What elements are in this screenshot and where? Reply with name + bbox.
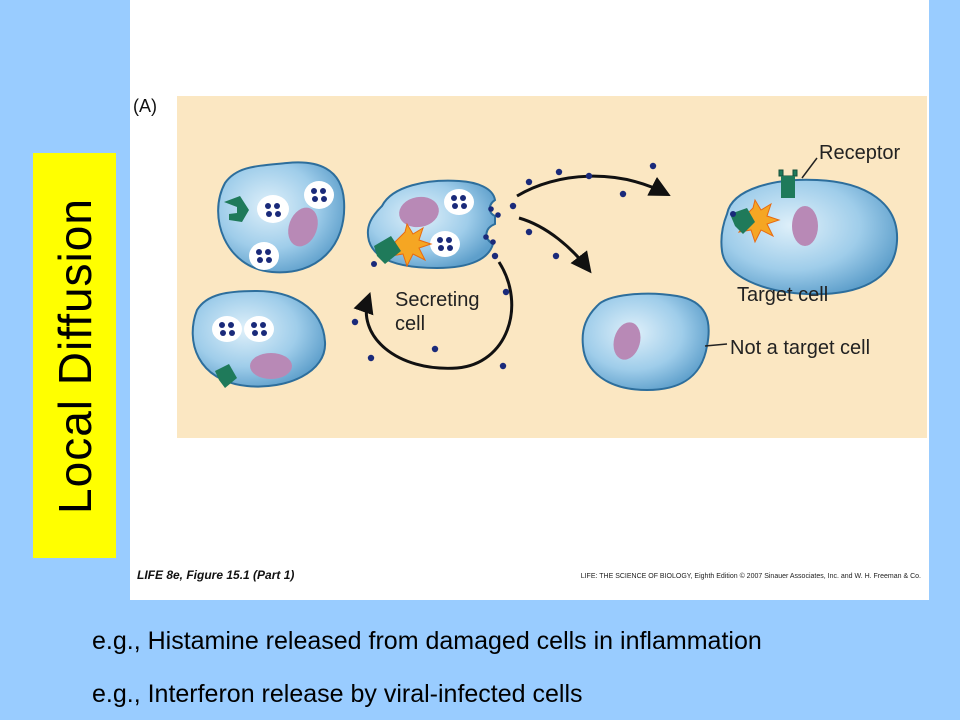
example-interferon: e.g., Interferon release by viral-infect… xyxy=(92,680,583,708)
target-cell xyxy=(720,169,899,296)
nucleus xyxy=(399,196,439,228)
figure-panel: (A) xyxy=(130,0,929,600)
vesicle xyxy=(444,189,474,215)
leader-line xyxy=(801,157,818,179)
nucleus xyxy=(613,322,641,360)
secreting-cell xyxy=(366,179,501,270)
figure-credit: LIFE 8e, Figure 15.1 (Part 1) xyxy=(137,568,295,582)
vesicle xyxy=(249,242,279,270)
neighbor-cell-bottom xyxy=(191,289,327,388)
vesicle xyxy=(212,316,242,342)
signal-molecules xyxy=(351,162,657,370)
receptor xyxy=(215,364,237,388)
leader-line xyxy=(704,343,728,347)
diagram-svg: Receptor Secreting cell Target cell Not … xyxy=(177,96,927,438)
label-secreting-cell: Secreting xyxy=(395,289,480,311)
receptor xyxy=(374,236,401,264)
arrow-autocrine-loop xyxy=(353,261,514,370)
receptor xyxy=(224,196,249,222)
neighbor-cell-top xyxy=(217,161,346,274)
label-receptor: Receptor xyxy=(819,142,900,164)
nucleus xyxy=(250,353,292,379)
nucleus xyxy=(288,207,318,247)
label-secreting-cell-line2: cell xyxy=(395,313,425,335)
side-label: Local Diffusion xyxy=(33,153,116,558)
vesicle xyxy=(430,231,460,257)
label-target-cell: Target cell xyxy=(737,284,828,306)
receptor-body xyxy=(781,176,795,198)
non-target-cell xyxy=(581,292,710,392)
vesicle xyxy=(304,181,334,209)
nucleus xyxy=(792,206,818,246)
vesicle xyxy=(257,195,289,223)
vesicle xyxy=(244,316,274,342)
side-label-text: Local Diffusion xyxy=(48,197,101,514)
copyright-line: LIFE: THE SCIENCE OF BIOLOGY, Eighth Edi… xyxy=(580,573,921,580)
diagram-area: Receptor Secreting cell Target cell Not … xyxy=(177,96,927,438)
label-not-target-cell: Not a target cell xyxy=(730,337,870,359)
panel-letter: (A) xyxy=(133,96,157,116)
receptor xyxy=(730,208,755,234)
arrow-to-non-target xyxy=(518,216,592,274)
example-histamine: e.g., Histamine released from damaged ce… xyxy=(92,627,762,655)
